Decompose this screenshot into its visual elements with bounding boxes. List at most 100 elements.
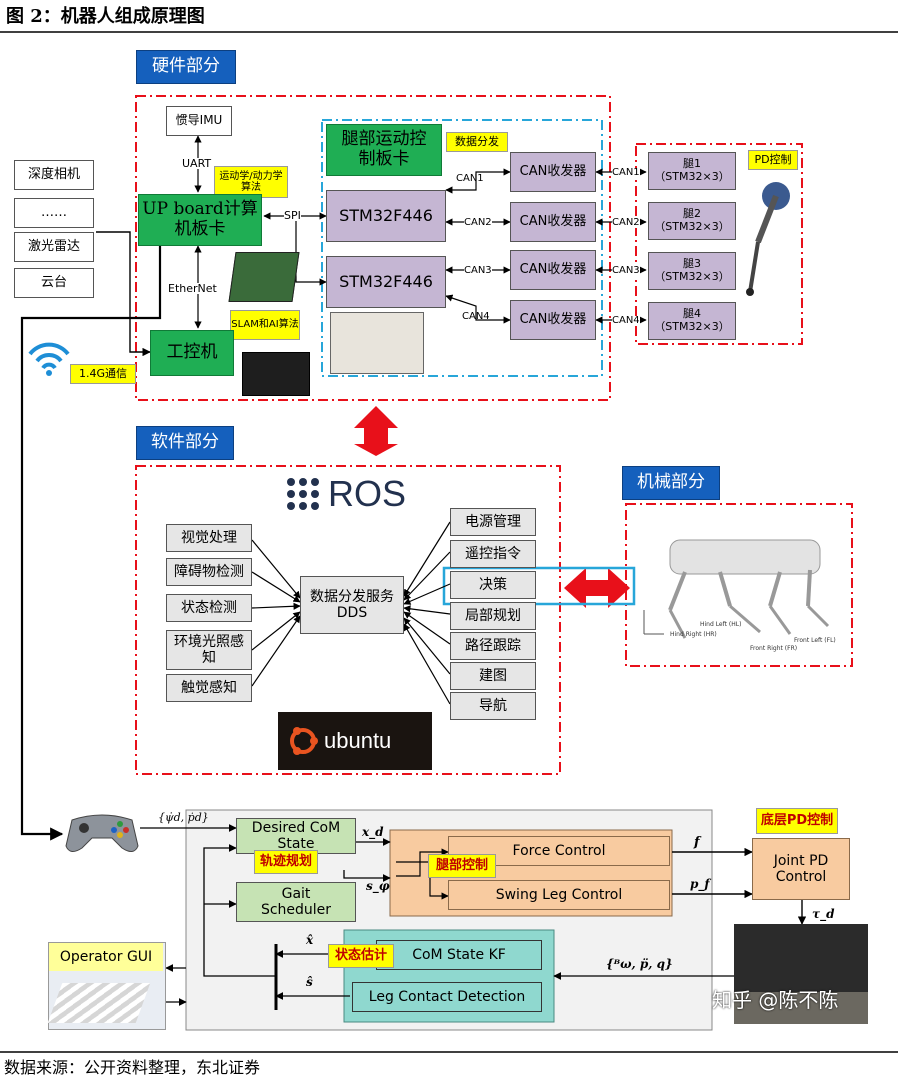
tau-label: τ_d	[812, 907, 835, 921]
dds-title: 数据分发服务	[310, 588, 394, 605]
ros-text: ROS	[328, 473, 407, 514]
front-left-label: Front Left (FL)	[794, 637, 836, 644]
can-transceiver-2: CAN收发器	[510, 202, 596, 242]
sw-obstacle-detection: 障碍物检测	[166, 558, 252, 586]
hardware-section-title: 硬件部分	[136, 50, 236, 84]
leg-2-spec: （STM32×3）	[654, 220, 730, 233]
gamepad-icon	[65, 814, 139, 852]
sphi-label: s_φ	[366, 879, 390, 893]
operator-gui-floor	[47, 983, 151, 1023]
leg-3-name: 腿3	[683, 257, 701, 271]
trajectory-planning-note: 轨迹规划	[254, 850, 318, 874]
sw-navigation: 导航	[450, 692, 536, 720]
feedback-label: {ᴮω, p̈, q}	[606, 957, 673, 971]
dds-subtitle: DDS	[336, 605, 368, 621]
sw-remote-command: 遥控指令	[450, 540, 536, 568]
figure-source: 数据来源：公开资料整理，东北证券	[4, 1058, 261, 1077]
shat-label: ŝ	[306, 975, 313, 989]
sensor-gimbal: 云台	[14, 268, 94, 298]
can1-bus-label: CAN1	[456, 173, 484, 184]
ros-dots-icon	[287, 478, 319, 510]
ubuntu-circle-icon	[290, 727, 318, 755]
ipc-box: 工控机	[150, 330, 234, 376]
kinematics-note: 运动学/动力学算法	[214, 166, 288, 198]
ubuntu-logo: ubuntu	[278, 712, 432, 770]
sw-path-tracking: 路径跟踪	[450, 632, 536, 660]
comm-note: 1.4G通信	[70, 364, 136, 384]
software-section-title: 软件部分	[136, 426, 234, 460]
can2-bus-label: CAN2	[464, 217, 492, 228]
can-transceiver-3: CAN收发器	[510, 250, 596, 290]
leg-2-name: 腿2	[683, 207, 701, 221]
robot-photo	[734, 924, 868, 1024]
leg-board-photo	[330, 312, 424, 374]
com-state-kf-box: CoM State KF	[376, 940, 542, 970]
can-transceiver-1: CAN收发器	[510, 152, 596, 192]
leg-3-spec: （STM32×3）	[654, 270, 730, 283]
sw-lighting-perception: 环境光照感知	[166, 630, 252, 670]
sw-state-detection: 状态检测	[166, 594, 252, 622]
hind-right-label: Hind Right (HR)	[670, 631, 717, 638]
robot-photo-floor	[734, 992, 868, 1024]
stm32-board-2: STM32F446	[326, 256, 446, 308]
sw-mapping: 建图	[450, 662, 536, 690]
leg-3: 腿3 （STM32×3）	[648, 252, 736, 290]
imu-box: 惯导IMU	[166, 106, 232, 136]
can4-bus-label: CAN4	[462, 311, 490, 322]
leg-contact-detection-box: Leg Contact Detection	[352, 982, 542, 1012]
mechanical-section-title: 机械部分	[622, 466, 720, 500]
pf-label: p_f	[690, 877, 710, 891]
sensor-ellipsis: ……	[14, 198, 94, 228]
xd-label: x_d	[362, 825, 384, 839]
ubuntu-text: ubuntu	[324, 728, 392, 753]
leg-4-spec: （STM32×3）	[654, 320, 730, 333]
figure-title: 图 2：机器人组成原理图	[6, 6, 205, 27]
command-input-label: {ψ̇d, ṗd}	[158, 811, 209, 824]
leg-1-spec: （STM32×3）	[654, 170, 730, 183]
can-transceiver-4: CAN收发器	[510, 300, 596, 340]
slam-note: SLAM和AI算法	[230, 310, 300, 340]
swing-leg-control-box: Swing Leg Control	[448, 880, 670, 910]
low-level-pd-note: 底层PD控制	[756, 808, 838, 834]
spi-label: SPI	[284, 209, 301, 222]
leg-2: 腿2 （STM32×3）	[648, 202, 736, 240]
can2-leg-label: CAN2	[612, 217, 640, 228]
ethernet-label: EtherNet	[168, 282, 217, 295]
dds-service-box: 数据分发服务 DDS	[300, 576, 404, 634]
leg-control-note: 腿部控制	[428, 854, 496, 878]
stm32-board-1: STM32F446	[326, 190, 446, 242]
can4-leg-label: CAN4	[612, 315, 640, 326]
sw-vision-processing: 视觉处理	[166, 524, 252, 552]
leg-actuator-illustration	[746, 182, 790, 296]
operator-gui-title: Operator GUI	[49, 943, 163, 971]
desired-com-state-box: Desired CoM State	[236, 818, 356, 854]
pd-control-note: PD控制	[748, 150, 798, 170]
data-dispatch-note: 数据分发	[446, 132, 508, 152]
ros-logo: ROS	[286, 474, 426, 514]
can1-leg-label: CAN1	[612, 167, 640, 178]
leg-4: 腿4 （STM32×3）	[648, 302, 736, 340]
wifi-icon	[28, 342, 70, 376]
leg-control-board: 腿部运动控制板卡	[326, 124, 442, 176]
leg-1: 腿1 （STM32×3）	[648, 152, 736, 190]
quadruped-robot-illustration	[643, 539, 830, 639]
watermark-text: 知乎 @陈不陈	[712, 988, 839, 1012]
board-photo	[228, 252, 300, 302]
sw-tactile-perception: 触觉感知	[166, 674, 252, 702]
xhat-label: x̂	[306, 933, 314, 947]
hind-left-label: Hind Left (HL)	[700, 621, 742, 628]
ipc-photo	[242, 352, 310, 396]
uart-label: UART	[182, 157, 212, 170]
gait-scheduler-box: Gait Scheduler	[236, 882, 356, 922]
f-label: f	[694, 835, 700, 850]
leg-4-name: 腿4	[683, 307, 701, 321]
joint-pd-control-box: Joint PD Control	[752, 838, 850, 900]
sw-local-planning: 局部规划	[450, 602, 536, 630]
sw-decision: 决策	[450, 571, 536, 599]
sw-power-management: 电源管理	[450, 508, 536, 536]
up-board-box: UP board计算机板卡	[138, 194, 262, 246]
sensor-lidar: 激光雷达	[14, 232, 94, 262]
front-right-label: Front Right (FR)	[750, 645, 798, 652]
can3-bus-label: CAN3	[464, 265, 492, 276]
